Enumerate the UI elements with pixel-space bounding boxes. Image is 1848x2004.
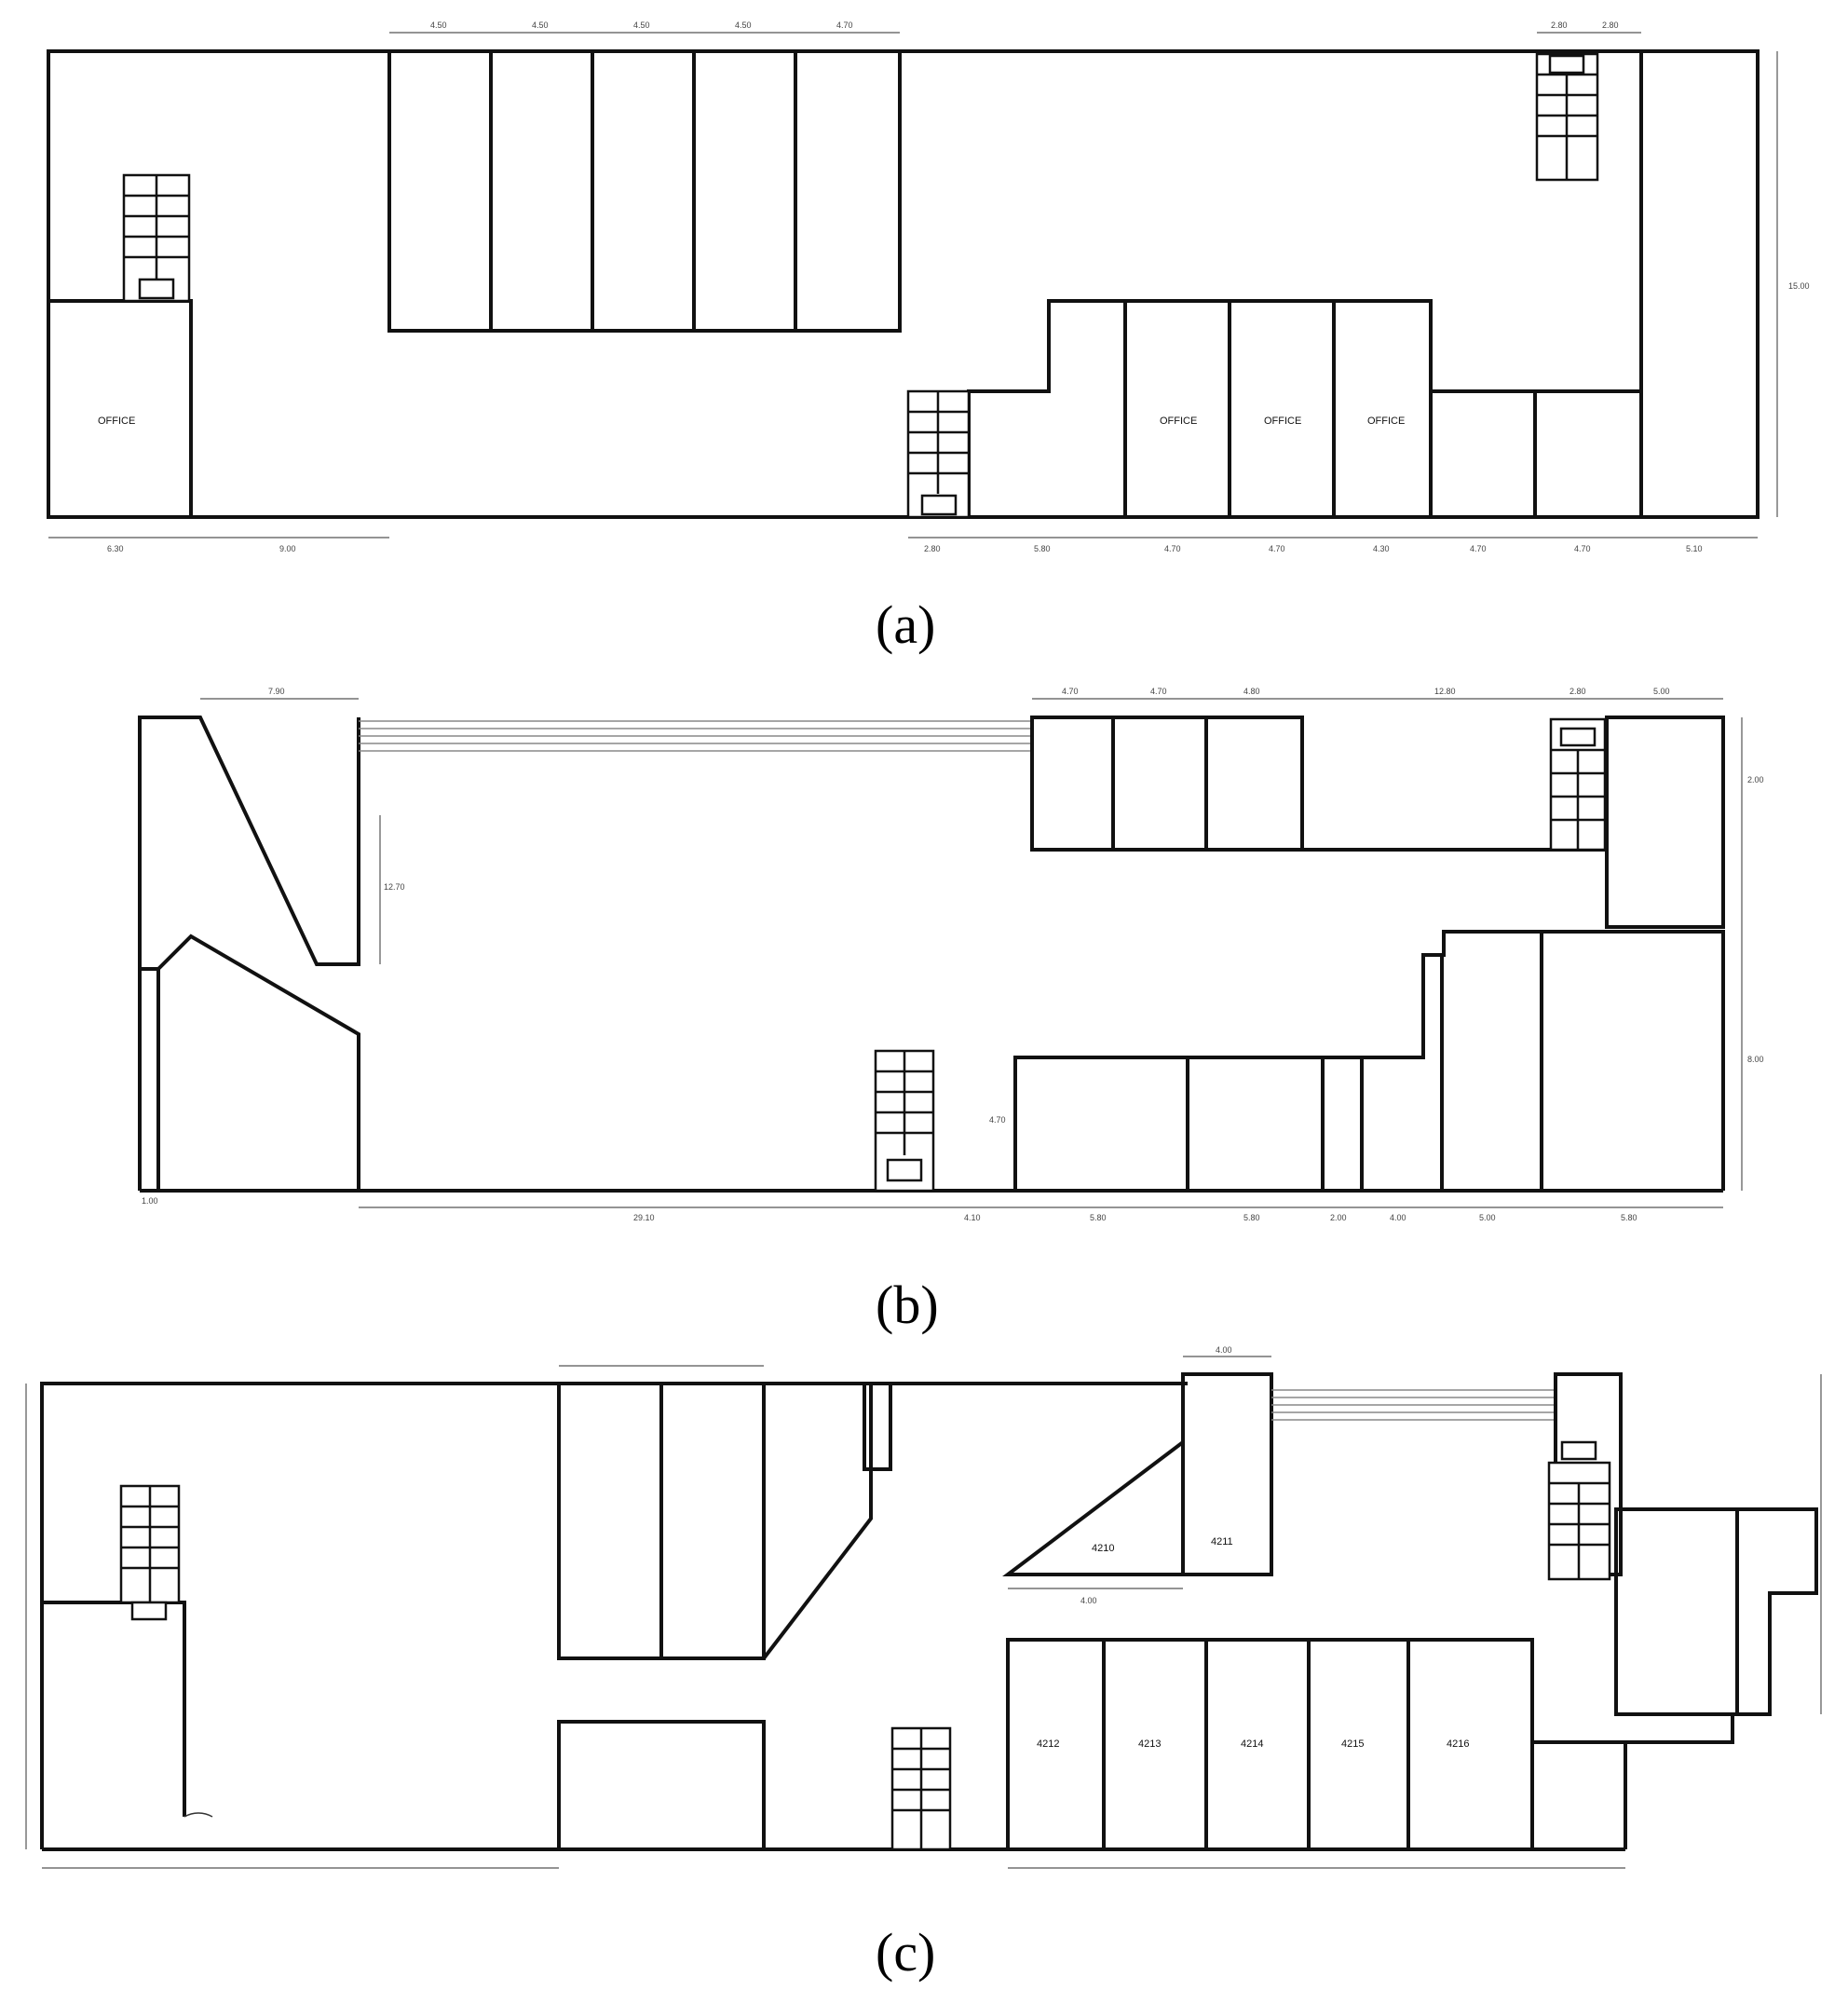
room-label: OFFICE xyxy=(1367,416,1405,427)
room-label: OFFICE xyxy=(1264,416,1301,427)
dimension-label: 29.10 xyxy=(633,1213,655,1222)
dimension-label: 2.80 xyxy=(924,544,941,553)
caption-a: (a) xyxy=(876,594,935,655)
dimension-label: 2.80 xyxy=(1602,20,1619,30)
caption-c: (c) xyxy=(876,1922,935,1983)
dimension-label: 4.50 xyxy=(633,20,650,30)
staircase-icon xyxy=(1547,1440,1611,1581)
dimension-label: 4.70 xyxy=(836,20,853,30)
floor-plan-c: 4.00 4.00 4210 4211 4212 4213 4214 4215 … xyxy=(25,1345,1822,1983)
dimension-label: 2.80 xyxy=(1551,20,1568,30)
room-label: OFFICE xyxy=(1160,416,1197,427)
dimension-label: 4.70 xyxy=(1150,687,1167,696)
room-label: 4213 xyxy=(1138,1738,1161,1750)
dimension-label: 4.50 xyxy=(430,20,447,30)
room-label: 4210 xyxy=(1092,1543,1114,1554)
staircase-icon xyxy=(1535,52,1599,182)
dimension-label: 5.80 xyxy=(1034,544,1051,553)
dimension-label: 1.00 xyxy=(142,1196,158,1206)
room-label: 4212 xyxy=(1037,1738,1059,1750)
dimension-label: 4.50 xyxy=(532,20,549,30)
dimension-label: 4.30 xyxy=(1373,544,1390,553)
dimension-label: 2.80 xyxy=(1569,687,1586,696)
staircase-icon xyxy=(890,1726,952,1851)
floor-plan-a: 4.50 4.50 4.50 4.50 4.70 2.80 2.80 6.30 … xyxy=(47,20,1810,655)
dimension-label: 7.90 xyxy=(268,687,285,696)
dimension-label: 15.00 xyxy=(1788,281,1810,291)
dimension-label: 5.00 xyxy=(1479,1213,1496,1222)
dimension-label: 5.80 xyxy=(1243,1213,1260,1222)
room-label: OFFICE xyxy=(98,416,135,427)
caption-b: (b) xyxy=(876,1275,939,1335)
dimension-label: 4.70 xyxy=(1164,544,1181,553)
dimension-label: 4.70 xyxy=(1062,687,1079,696)
dimension-label: 4.70 xyxy=(989,1115,1006,1125)
dimension-label: 4.50 xyxy=(735,20,752,30)
room-label: 4214 xyxy=(1241,1738,1263,1750)
floor-plan-b: 7.90 4.70 4.70 4.80 12.80 2.80 5.00 1.00… xyxy=(138,687,1764,1335)
dimension-label: 2.00 xyxy=(1330,1213,1347,1222)
dimension-label: 12.80 xyxy=(1434,687,1456,696)
room-label: 4215 xyxy=(1341,1738,1364,1750)
staircase-icon xyxy=(874,1049,935,1193)
dimension-label: 6.30 xyxy=(107,544,124,553)
staircase-icon xyxy=(906,389,971,519)
dimension-label: 4.00 xyxy=(1080,1596,1097,1605)
dimension-label: 9.00 xyxy=(279,544,296,553)
dimension-label: 4.00 xyxy=(1390,1213,1406,1222)
dimension-label: 2.00 xyxy=(1747,775,1764,784)
dimension-label: 4.70 xyxy=(1269,544,1285,553)
room-label: 4211 xyxy=(1211,1536,1233,1547)
dimension-label: 4.80 xyxy=(1243,687,1260,696)
dimension-label: 4.00 xyxy=(1216,1345,1232,1355)
dimension-label: 8.00 xyxy=(1747,1055,1764,1064)
dimension-label: 4.70 xyxy=(1470,544,1487,553)
staircase-icon xyxy=(122,173,191,303)
dimension-label: 5.80 xyxy=(1090,1213,1107,1222)
room-label: 4216 xyxy=(1447,1738,1469,1750)
dimension-label: 5.10 xyxy=(1686,544,1703,553)
dimension-label: 5.00 xyxy=(1653,687,1670,696)
dimension-label: 4.70 xyxy=(1574,544,1591,553)
dimension-label: 4.10 xyxy=(964,1213,981,1222)
staircase-icon xyxy=(1549,717,1607,852)
dimension-label: 5.80 xyxy=(1621,1213,1637,1222)
staircase-icon xyxy=(119,1484,181,1621)
dimension-label: 12.70 xyxy=(384,882,405,892)
